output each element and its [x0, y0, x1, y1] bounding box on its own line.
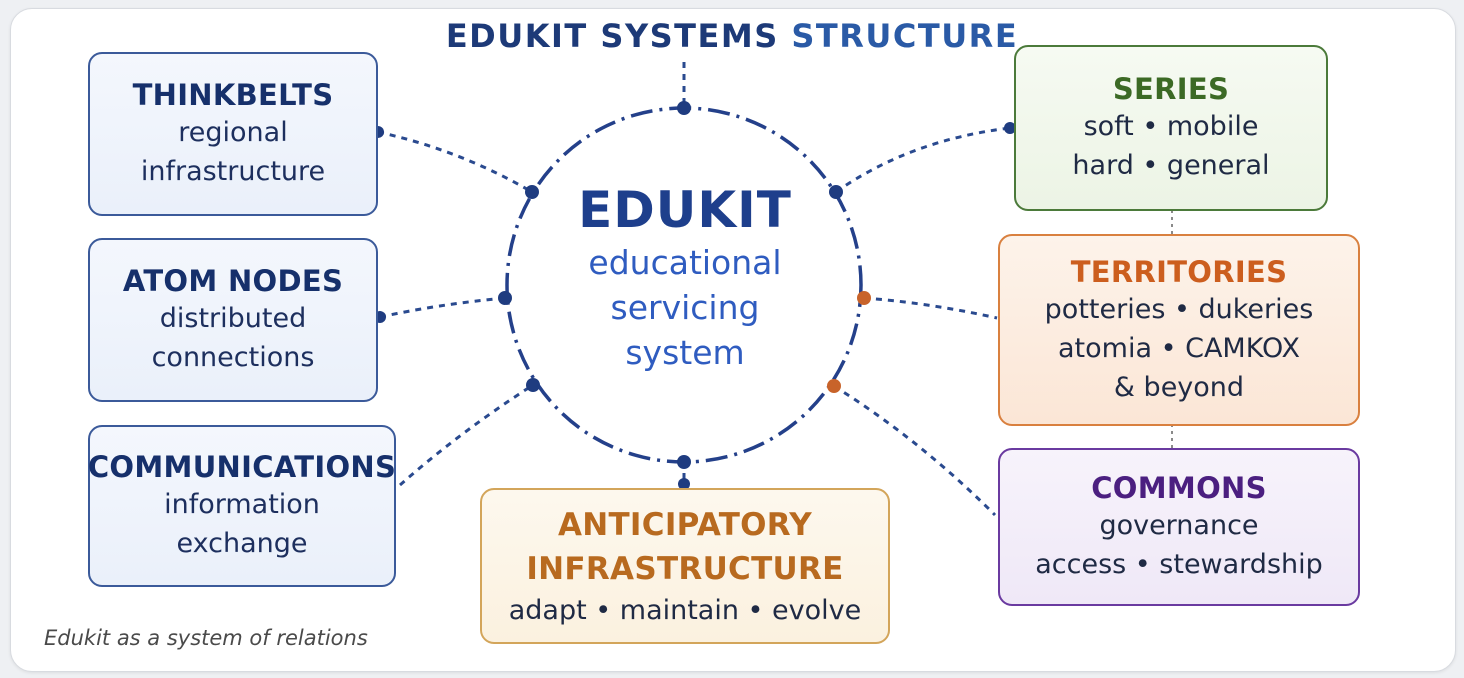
box-heading: TERRITORIES: [1070, 254, 1288, 289]
box-line: soft • mobile: [1083, 111, 1259, 142]
box-line: atomia • CAMKOX: [1058, 332, 1300, 364]
box-line: infrastructure: [140, 156, 326, 187]
center-line: educational: [588, 243, 782, 282]
box-territories: TERRITORIES potteries • dukeries atomia …: [998, 234, 1360, 426]
box-line: & beyond: [1113, 371, 1245, 403]
box-heading: COMMONS: [1091, 471, 1267, 505]
center-line: system: [625, 333, 745, 372]
box-line: governance: [1099, 510, 1259, 541]
box-heading: SERIES: [1112, 72, 1230, 106]
box-heading: ANTICIPATORY: [557, 506, 813, 543]
box-line: hard • general: [1072, 150, 1270, 181]
box-atom-nodes: ATOM NODES distributed connections: [88, 238, 378, 402]
center-name: EDUKIT: [578, 181, 792, 239]
box-line: connections: [151, 342, 315, 373]
title-part-2: STRUCTURE: [791, 17, 1019, 55]
box-thinkbelts: THINKBELTS regional infrastructure: [88, 52, 378, 216]
box-line: information: [164, 489, 320, 520]
box-line: regional: [178, 117, 288, 148]
box-line: potteries • dukeries: [1044, 293, 1314, 325]
box-series: SERIES soft • mobile hard • general: [1014, 45, 1328, 211]
box-communications: COMMUNICATIONS information exchange: [88, 425, 396, 587]
box-heading: THINKBELTS: [132, 78, 334, 112]
box-heading: COMMUNICATIONS: [87, 450, 397, 484]
center-line: servicing: [610, 288, 760, 327]
box-line: adapt • maintain • evolve: [508, 594, 862, 626]
diagram-title: EDUKIT SYSTEMS STRUCTURE: [0, 17, 1464, 55]
box-line: distributed: [159, 303, 307, 334]
box-heading: INFRASTRUCTURE: [526, 550, 844, 587]
box-anticipatory-infrastructure: ANTICIPATORY INFRASTRUCTURE adapt • main…: [480, 488, 890, 644]
center-node: EDUKIT educational servicing system: [505, 180, 865, 375]
title-part-1: EDUKIT SYSTEMS: [445, 17, 779, 55]
box-line: access • stewardship: [1035, 549, 1323, 580]
box-heading: ATOM NODES: [122, 264, 344, 298]
box-commons: COMMONS governance access • stewardship: [998, 448, 1360, 606]
diagram-caption: Edukit as a system of relations: [44, 626, 368, 650]
box-line: exchange: [176, 528, 308, 559]
